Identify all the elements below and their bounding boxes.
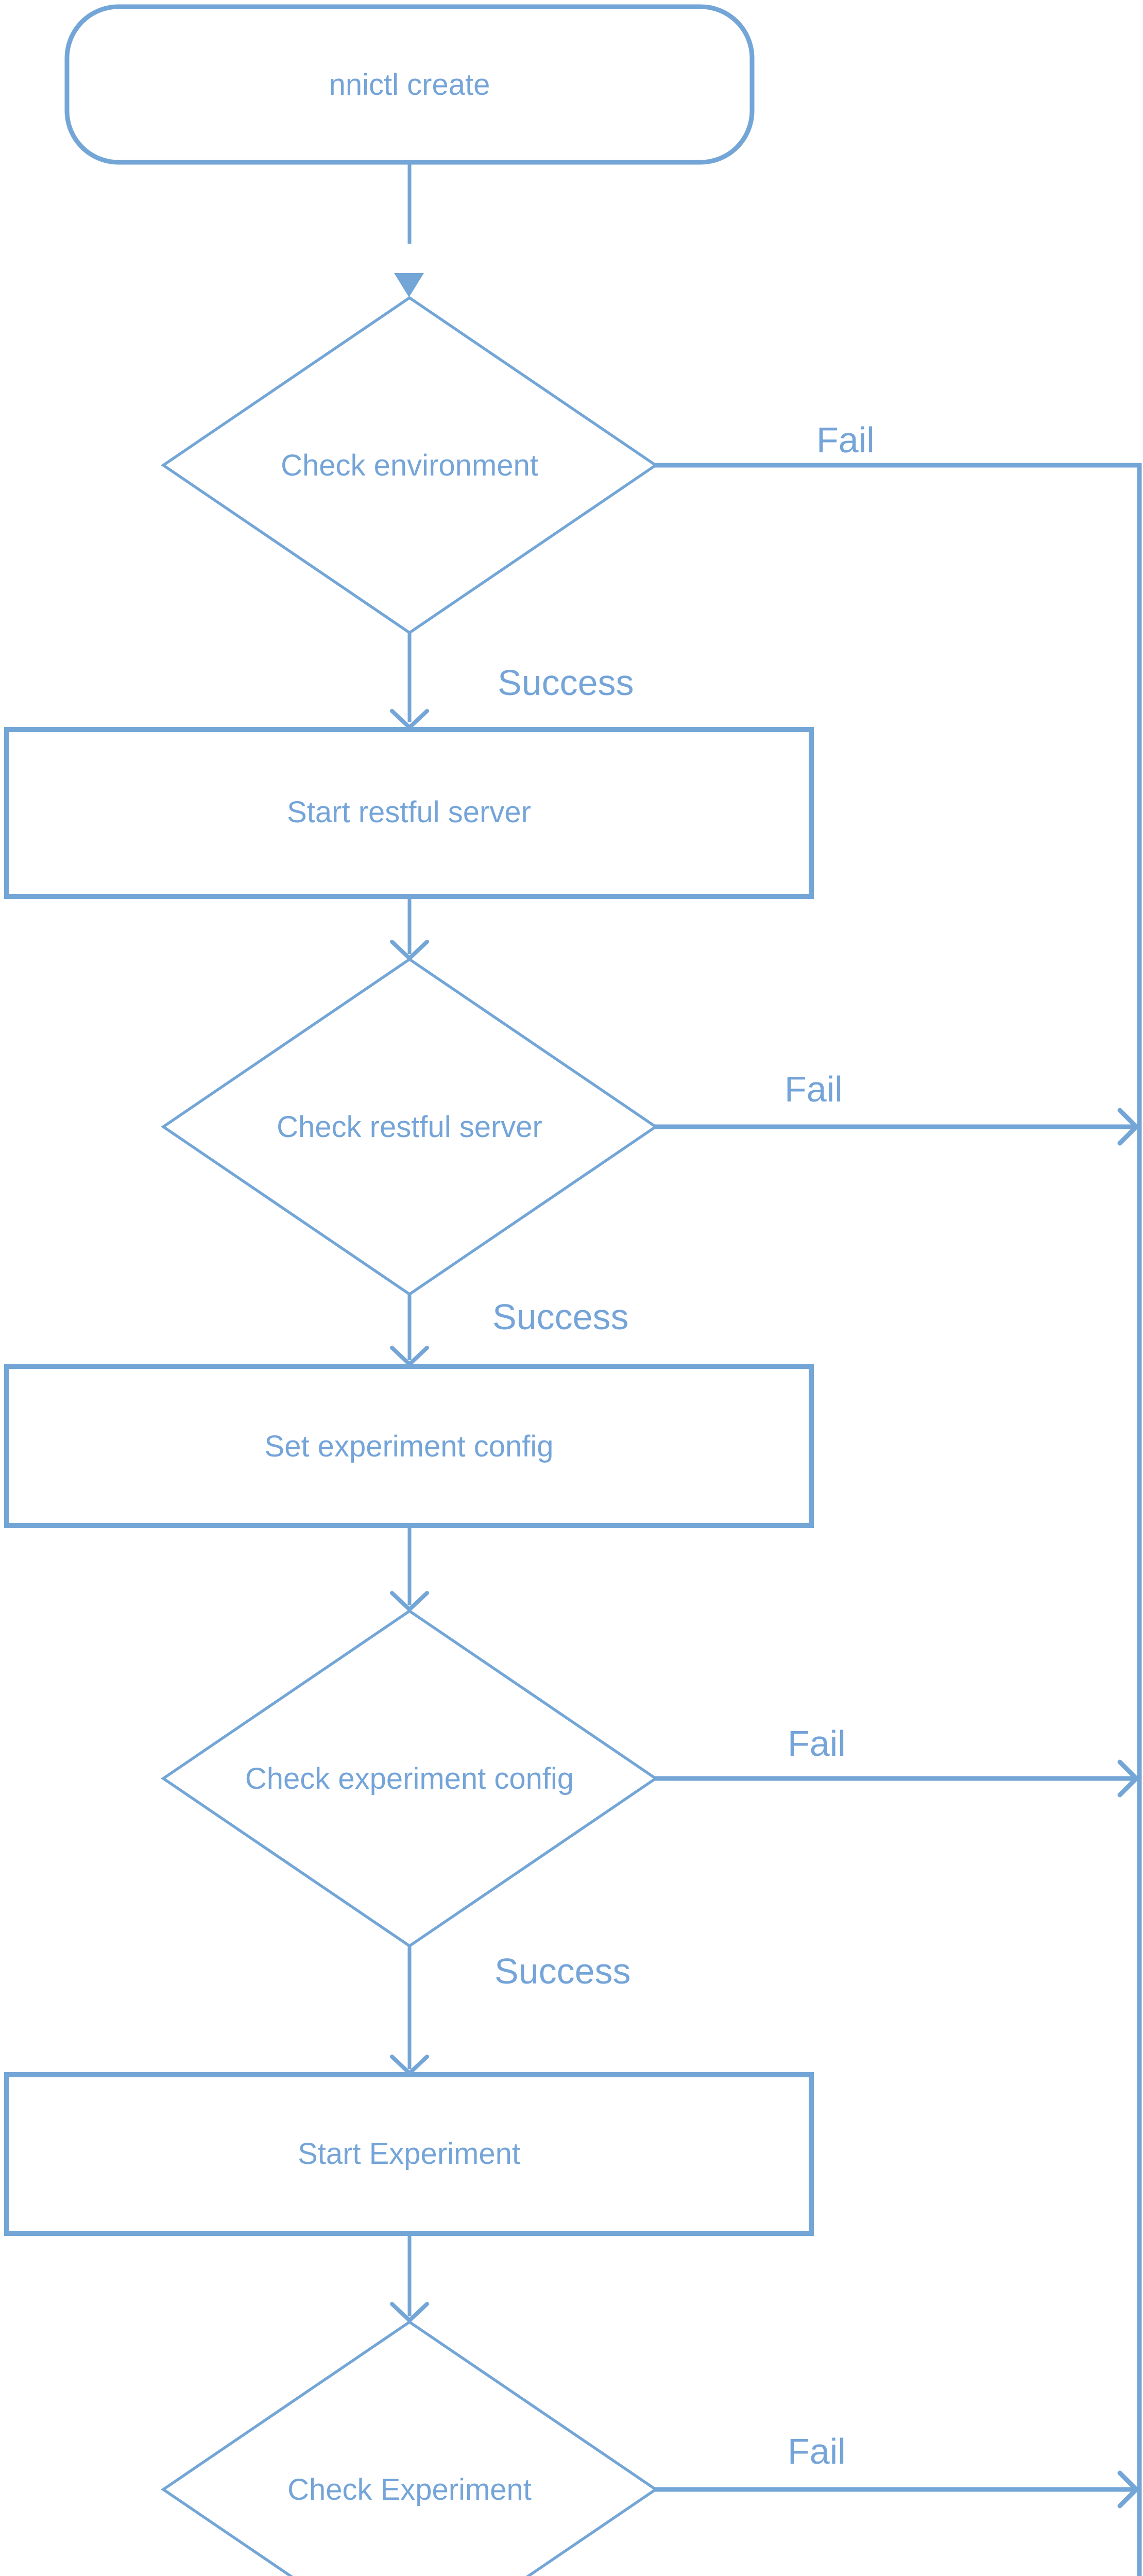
fail-label-3: Fail (788, 1723, 846, 1764)
success-label-1: Success (498, 663, 634, 703)
fail-label-2: Fail (784, 1069, 843, 1109)
check-experiment-config-node (161, 1609, 658, 1948)
check-experiment-config-label: Check experiment config (245, 1762, 574, 1795)
fail-rail-line (655, 463, 1142, 2576)
set-experiment-config-label: Set experiment config (265, 1430, 554, 1463)
start-node (64, 4, 755, 165)
check-environment-node (161, 296, 658, 635)
arrowhead-right-fail3-icon (1117, 1759, 1139, 1798)
start-experiment-label: Start Experiment (298, 2137, 520, 2171)
set-experiment-config-node (4, 1364, 814, 1528)
check-experiment-label: Check Experiment (287, 2473, 532, 2506)
start-restful-server-label: Start restful server (287, 795, 531, 829)
check-restful-server-node (161, 957, 658, 1296)
start-node-label: nnictl create (329, 68, 490, 101)
fail-label-4: Fail (788, 2431, 846, 2471)
arrowhead-right-fail4-icon (1117, 2470, 1139, 2509)
fail-label-1: Fail (816, 420, 875, 460)
check-restful-server-label: Check restful server (277, 1110, 542, 1144)
check-environment-label: Check environment (281, 449, 538, 482)
arrowhead-triangle-down-icon (394, 273, 424, 297)
start-experiment-node (4, 2072, 814, 2236)
success-label-2: Success (492, 1297, 629, 1337)
start-restful-server-node (4, 727, 814, 899)
check-experiment-node (161, 2320, 658, 2576)
success-label-3: Success (494, 1951, 631, 1991)
arrowhead-right-fail2-icon (1117, 1108, 1139, 1146)
